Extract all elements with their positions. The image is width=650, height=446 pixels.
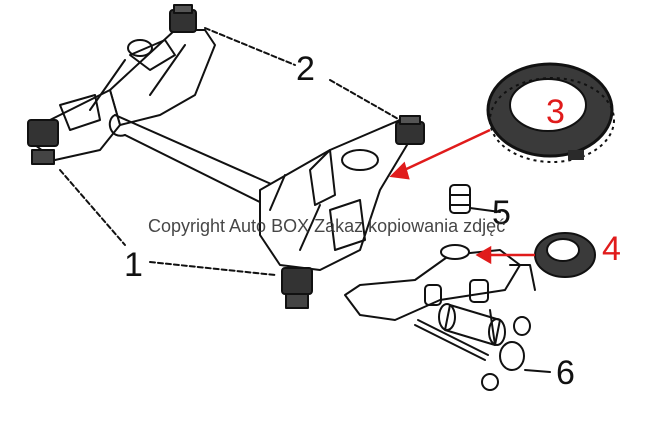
mount-bottom — [281, 267, 313, 309]
link-assembly — [344, 244, 551, 391]
label-3: 3 — [546, 93, 565, 131]
mount-left — [27, 119, 59, 165]
label-2: 2 — [296, 50, 315, 88]
label-5: 5 — [492, 194, 511, 232]
mount-right — [395, 115, 425, 145]
bump-stop — [449, 184, 501, 214]
arrow-3 — [399, 128, 491, 174]
small-mount-ring — [534, 232, 596, 278]
top-mount-ring — [486, 62, 615, 163]
label-1: 1 — [124, 246, 143, 284]
label-6: 6 — [556, 354, 575, 392]
watermark-text: Copyright Auto BOX Zakaz kopiowania zdję… — [148, 216, 506, 236]
mount-top-left — [169, 4, 197, 33]
label-4: 4 — [602, 230, 621, 268]
